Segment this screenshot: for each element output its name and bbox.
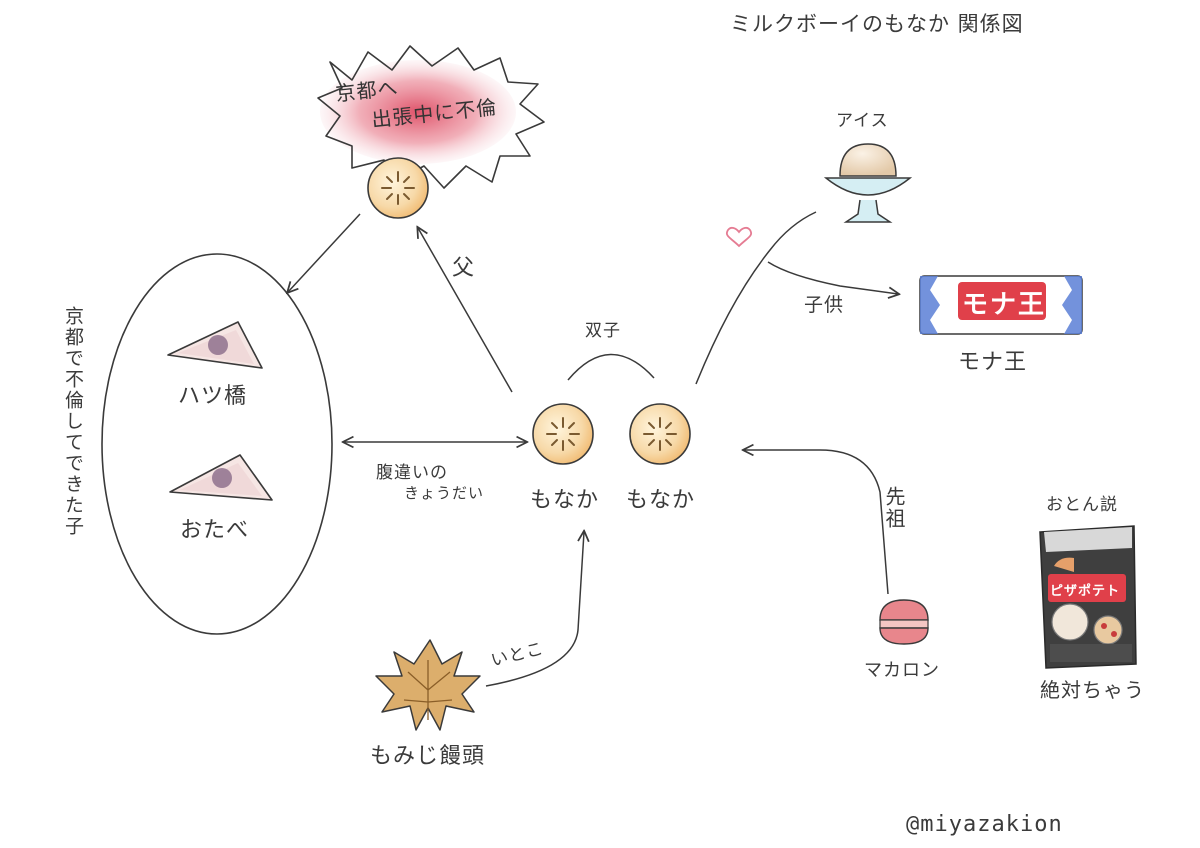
affair-child-vertical-label: 京都で不倫してできた子 — [62, 306, 84, 537]
monaka-2-icon — [629, 403, 691, 465]
relation-lines — [288, 211, 898, 687]
monaka-1-icon — [532, 403, 594, 465]
arrow-father-to-kyoto — [288, 213, 361, 292]
arrow-momiji-to-monaka — [485, 532, 584, 687]
ancestor-label: 先祖 — [882, 486, 906, 530]
monaoh-package-text: モナ王 — [962, 290, 1047, 320]
twins-label: 双子 — [585, 321, 621, 341]
heart-icon — [726, 226, 752, 248]
monaka-2-label: もなか — [626, 488, 696, 513]
affair-burst — [317, 45, 545, 189]
pizza-package-text: ピザポテト — [1050, 584, 1121, 599]
ice-cream-icon — [823, 143, 913, 223]
macaron-icon — [879, 599, 929, 645]
artist-credit: @miyazakion — [906, 812, 1063, 837]
otabe-icon — [169, 454, 273, 501]
line-monaka-to-ice — [695, 211, 817, 385]
yatsuhashi-icon — [167, 321, 263, 369]
macaron-label: マカロン — [864, 660, 940, 681]
momiji-manju-label: もみじ饅頭 — [370, 744, 486, 769]
half-siblings-label-1: 腹違いの — [376, 463, 448, 483]
pizza-potato-bag-icon — [1039, 525, 1137, 669]
father-monaka — [367, 157, 429, 219]
arrow-macaron-to-monaka — [744, 450, 889, 595]
monaoh-label: モナ王 — [958, 350, 1028, 375]
half-siblings-label-2: きょうだい — [404, 484, 485, 502]
kyoto-group-ellipse — [101, 253, 333, 635]
rumor-label: おとん説 — [1046, 495, 1118, 515]
arrow-child-to-monaoh — [767, 261, 898, 294]
monaka-1-label: もなか — [530, 488, 600, 513]
father-label: 父 — [452, 256, 476, 281]
twins-arc — [567, 353, 655, 381]
yatsuhashi-label: ハツ橋 — [178, 384, 248, 409]
otabe-label: おたべ — [180, 518, 250, 543]
ice-label: アイス — [836, 111, 889, 131]
momiji-manju-icon — [375, 639, 481, 731]
child-label: 子供 — [804, 294, 845, 316]
monaoh-package-icon — [919, 275, 1083, 335]
absolutely-not-label: 絶対ちゃう — [1040, 678, 1145, 702]
diagram-title: ミルクボーイのもなか 関係図 — [730, 12, 1024, 36]
arrow-monaka-to-father — [418, 228, 513, 393]
